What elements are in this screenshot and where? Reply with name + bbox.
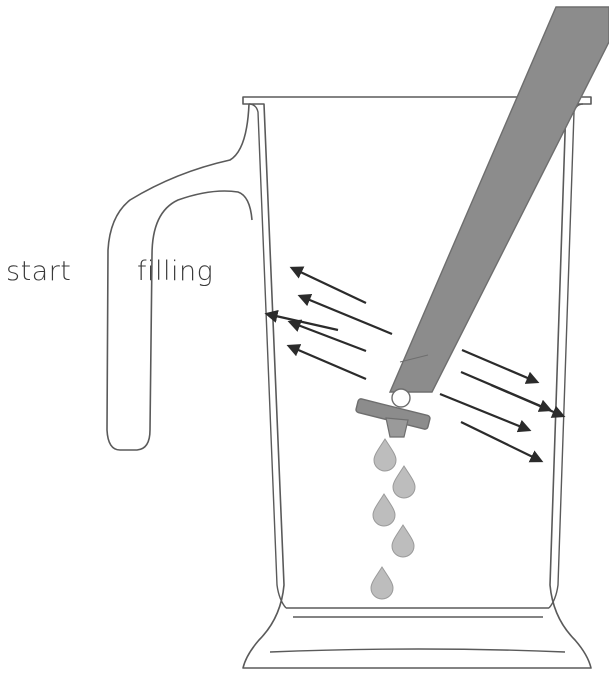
flow-arrows-left bbox=[264, 266, 393, 381]
flow-arrow-icon bbox=[460, 370, 553, 412]
filling-label: filling bbox=[137, 256, 214, 287]
frothing-wand bbox=[355, 6, 609, 438]
water-drops bbox=[370, 438, 416, 600]
steam-hole bbox=[391, 388, 411, 408]
flow-arrow-icon bbox=[297, 293, 393, 336]
water-drop-icon bbox=[370, 566, 394, 600]
pitcher-outer-wall bbox=[242, 96, 592, 669]
flow-arrows-right bbox=[439, 348, 566, 463]
flow-arrow-icon bbox=[461, 348, 540, 384]
pitcher-base bbox=[269, 607, 566, 653]
pitcher-inner-wall bbox=[248, 103, 584, 609]
flow-arrow-icon bbox=[287, 319, 367, 353]
flow-arrow-icon bbox=[289, 266, 367, 304]
wand-shaft bbox=[388, 6, 609, 393]
water-drop-icon bbox=[372, 493, 396, 527]
water-drop-icon bbox=[392, 465, 416, 499]
wand-seam bbox=[399, 354, 429, 363]
water-drop-icon bbox=[373, 438, 397, 472]
water-drop-icon bbox=[391, 524, 415, 558]
start-label: start bbox=[6, 256, 72, 287]
flow-arrow-icon bbox=[264, 309, 339, 332]
flow-arrow-icon bbox=[460, 421, 544, 463]
pitcher-handle bbox=[106, 103, 253, 451]
wand-nozzle-tip bbox=[385, 417, 409, 438]
flow-arrow-icon bbox=[286, 344, 367, 381]
flow-arrow-icon bbox=[439, 392, 532, 433]
